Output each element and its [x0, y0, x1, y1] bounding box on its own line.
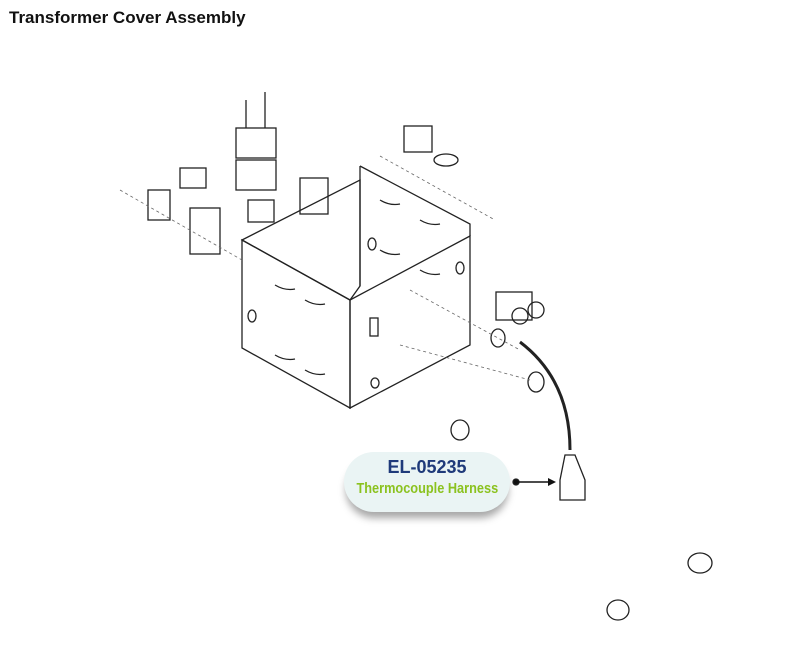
page-title: Transformer Cover Assembly [9, 8, 246, 27]
part-callout[interactable]: EL-05235 Thermocouple Harness [344, 452, 510, 512]
leader-lines [119, 155, 531, 381]
components [147, 92, 713, 621]
part-number: EL-05235 [387, 457, 467, 477]
part-name: Thermocouple Harness [356, 480, 499, 497]
thermocouple-harness [519, 340, 586, 501]
cover-box [240, 165, 471, 410]
callout-arrow [512, 478, 556, 486]
